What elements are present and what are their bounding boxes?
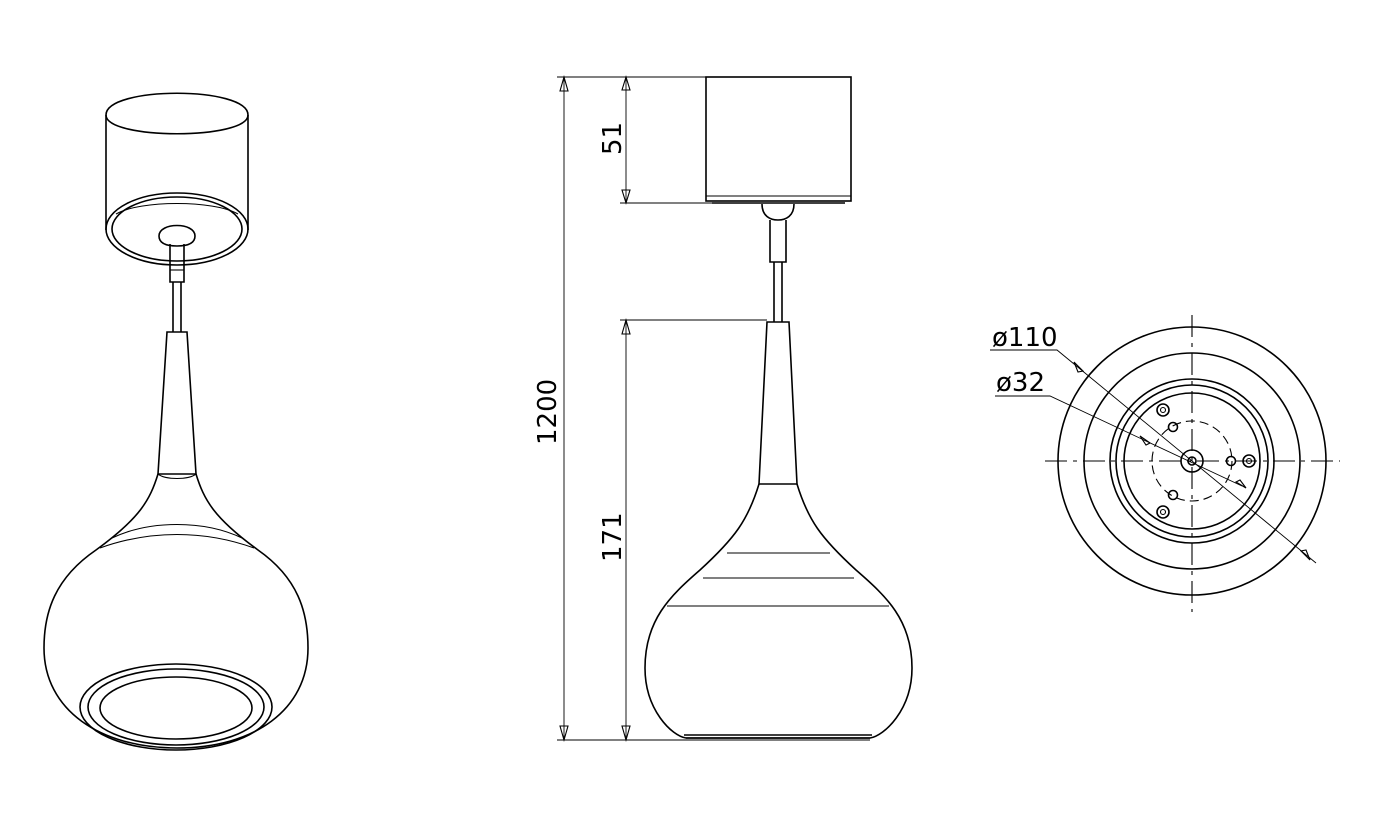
perspective-connector — [158, 224, 196, 283]
overall-height-label: 1200 — [533, 379, 563, 445]
shade-height-label: 171 — [598, 512, 628, 562]
dimension-canopy-height: 51 — [598, 75, 712, 205]
plan-centerlines — [1045, 315, 1340, 612]
elevation-cable — [773, 262, 783, 322]
inner-diameter-label: ø32 — [996, 368, 1045, 398]
perspective-stem — [157, 331, 197, 480]
elevation-connector — [761, 203, 795, 263]
bottom-plan-view: ø110 ø32 — [990, 315, 1340, 612]
dimension-overall-height: 1200 — [533, 74, 870, 743]
plan-leader-inner-diameter: ø32 — [995, 368, 1247, 489]
plan-mounting-holes — [1156, 403, 1256, 519]
outer-diameter-label: ø110 — [992, 323, 1058, 353]
plan-rings — [1057, 326, 1327, 596]
perspective-cable — [172, 282, 182, 332]
side-elevation — [644, 76, 913, 739]
elevation-canopy — [705, 76, 852, 204]
plan-leader-outer-diameter: ø110 — [990, 323, 1317, 564]
canopy-height-label: 51 — [598, 122, 628, 155]
perspective-view — [43, 92, 309, 751]
perspective-shade — [43, 473, 309, 751]
elevation-shade — [644, 321, 913, 739]
dimension-shade-height: 171 — [598, 317, 767, 743]
perspective-canopy — [105, 92, 249, 266]
